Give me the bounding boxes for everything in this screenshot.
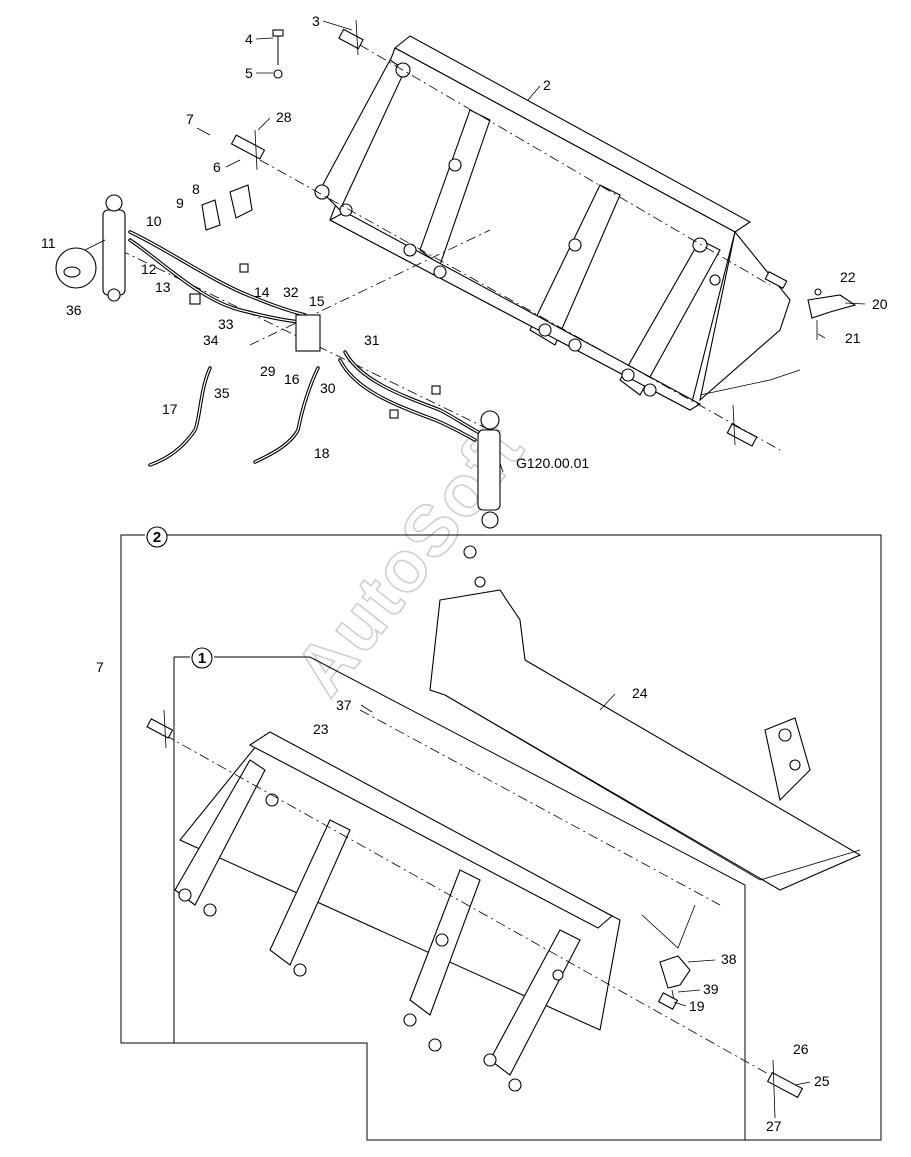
pins-top bbox=[119, 19, 857, 451]
callout-12: 12 bbox=[141, 261, 157, 277]
callout-5: 5 bbox=[245, 65, 253, 81]
callout-15: 15 bbox=[309, 293, 325, 309]
callout-labels: 3 4 5 2 7 28 6 8 9 10 11 12 13 14 32 15 … bbox=[41, 13, 888, 1134]
detail-marker-1 bbox=[191, 647, 213, 669]
detail-frame-2: 2 bbox=[120, 526, 882, 1141]
callout-8: 8 bbox=[192, 181, 200, 197]
callout-39: 39 bbox=[703, 981, 719, 997]
callout-18: 18 bbox=[314, 445, 330, 461]
detail-marker-2 bbox=[146, 526, 168, 548]
callout-11: 11 bbox=[41, 235, 56, 251]
callout-3: 3 bbox=[312, 13, 320, 29]
detail-marker-2-text: 2 bbox=[153, 529, 161, 546]
detail-frame-1: 1 bbox=[173, 647, 746, 1140]
callout-17: 17 bbox=[162, 401, 178, 417]
callout-9: 9 bbox=[176, 195, 184, 211]
callout-24: 24 bbox=[632, 685, 648, 701]
callout-7: 7 bbox=[186, 111, 194, 127]
callout-16: 16 bbox=[284, 371, 300, 387]
callout-14: 14 bbox=[254, 284, 270, 300]
callout-37: 37 bbox=[336, 697, 352, 713]
callout-34: 34 bbox=[203, 332, 219, 348]
callout-38: 38 bbox=[721, 951, 737, 967]
bucket-24 bbox=[429, 545, 862, 891]
leader-lines bbox=[196, 20, 866, 1086]
callout-21: 21 bbox=[845, 330, 861, 346]
callout-31: 31 bbox=[364, 332, 380, 348]
callout-7-detail: 7 bbox=[96, 659, 104, 675]
callout-13: 13 bbox=[155, 279, 171, 295]
hydraulics bbox=[55, 184, 501, 529]
callout-4: 4 bbox=[245, 31, 253, 47]
callout-19: 19 bbox=[689, 998, 705, 1014]
callout-35: 35 bbox=[214, 385, 230, 401]
callout-25: 25 bbox=[814, 1073, 830, 1089]
callout-29: 29 bbox=[260, 363, 276, 379]
bucket-23 bbox=[146, 709, 804, 1119]
reference-label: G120.00.01 bbox=[516, 455, 589, 471]
callout-33: 33 bbox=[218, 316, 234, 332]
callout-23: 23 bbox=[313, 721, 329, 737]
callout-26: 26 bbox=[793, 1041, 809, 1057]
callout-10: 10 bbox=[146, 213, 162, 229]
callout-2: 2 bbox=[543, 77, 551, 93]
main-bucket bbox=[314, 35, 801, 411]
callout-28: 28 bbox=[276, 109, 292, 125]
callout-22: 22 bbox=[840, 269, 856, 285]
callout-27: 27 bbox=[766, 1118, 782, 1134]
callout-32: 32 bbox=[283, 284, 299, 300]
callout-30: 30 bbox=[320, 380, 336, 396]
callout-6: 6 bbox=[213, 159, 221, 175]
detail-marker-1-text: 1 bbox=[198, 650, 206, 667]
callout-36: 36 bbox=[66, 302, 82, 318]
callout-20: 20 bbox=[872, 296, 888, 312]
